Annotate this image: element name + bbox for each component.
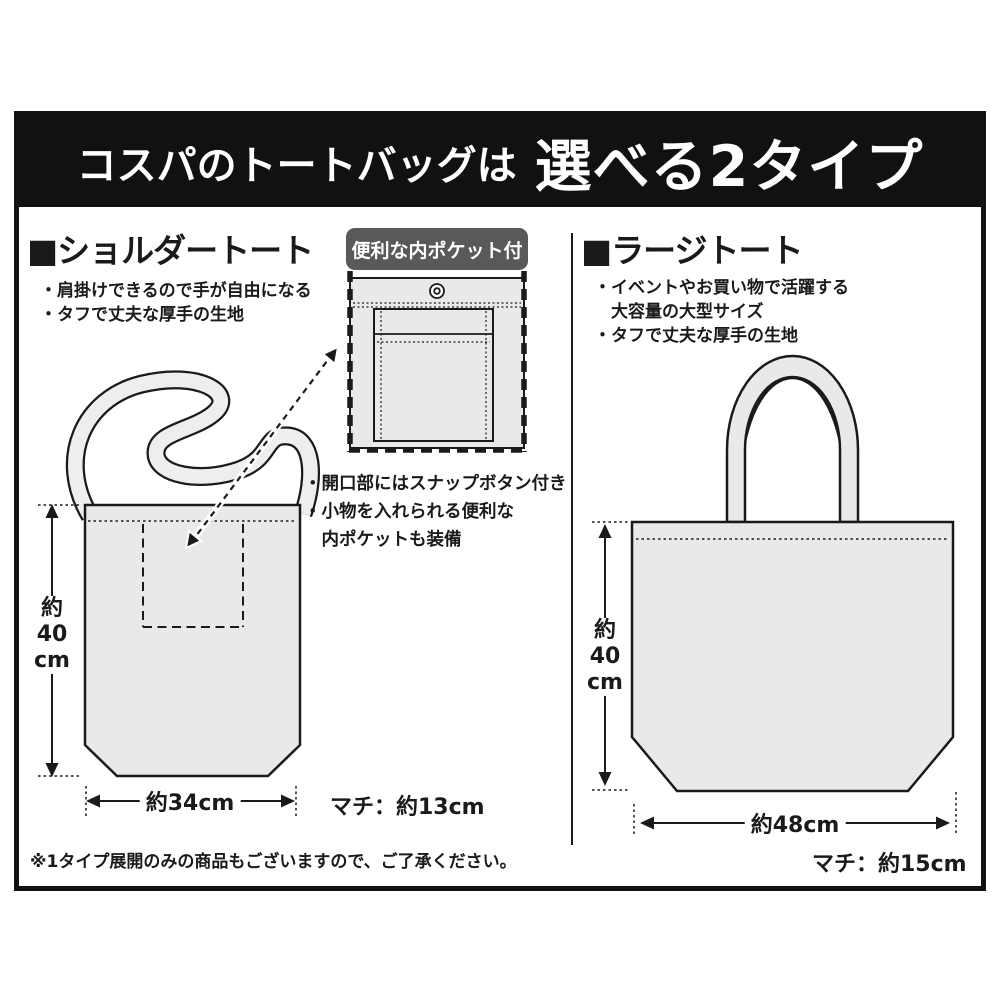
shoulder-feature-2: ・タフで丈夫な厚手の生地	[40, 305, 244, 325]
cutaway-dashed-border	[347, 271, 527, 453]
large-tote-title: ■ラージトート	[581, 231, 804, 270]
large-tote-front-handle	[725, 354, 860, 524]
large-width-label: 約48cm	[744, 807, 846, 839]
large-feature-1: ・イベントやお買い物で活躍する	[594, 278, 849, 298]
callout-arrow	[184, 345, 340, 550]
shoulder-gusset-label: マチ：約13cm	[330, 795, 485, 820]
large-height-line2: 40	[589, 644, 621, 669]
large-feature-2: 大容量の大型サイズ	[594, 302, 764, 322]
shoulder-height-line3: cm	[34, 648, 70, 673]
shoulder-strap	[65, 370, 321, 521]
shoulder-bag-inner-pocket-outline	[142, 524, 244, 628]
shoulder-bag-body	[83, 503, 302, 778]
pocket-note-1: ・開口部にはスナップボタン付き	[304, 474, 567, 494]
large-height-label: 約 40 cm	[582, 618, 628, 696]
header-title-emphasis: 選べる2タイプ	[534, 133, 924, 200]
large-tote-body	[630, 520, 955, 793]
large-height-line3: cm	[587, 670, 623, 695]
large-height-line1: 約	[593, 618, 616, 643]
pocket-callout-label: 便利な内ポケット付	[351, 239, 523, 262]
header-title-regular: コスパのトートバッグは	[76, 142, 517, 189]
inner-pocket	[373, 308, 494, 442]
shoulder-feature-1: ・肩掛けできるので手が自由になる	[40, 281, 312, 301]
snap-button-icon	[429, 283, 445, 299]
shoulder-height-line2: 40	[36, 622, 68, 647]
large-feature-3: ・タフで丈夫な厚手の生地	[594, 326, 798, 346]
pocket-note-3: 内ポケットも装備	[304, 530, 462, 550]
pocket-callout-diagram	[346, 228, 528, 453]
large-gusset-label: マチ：約15cm	[812, 852, 967, 877]
pocket-callout-header-bg	[346, 228, 528, 270]
shoulder-height-line1: 約	[40, 596, 63, 621]
shoulder-width-label: 約34cm	[139, 785, 241, 817]
pocket-note-2: ・小物を入れられる便利な	[304, 502, 514, 522]
shoulder-height-label: 約 40 cm	[29, 596, 75, 674]
header-banner: コスパのトートバッグは 選べる2タイプ	[19, 116, 981, 207]
footer-disclaimer: ※1タイプ展開のみの商品もございますので、ご了承ください。	[30, 852, 517, 872]
shoulder-tote-title: ■ショルダートート	[27, 231, 314, 270]
